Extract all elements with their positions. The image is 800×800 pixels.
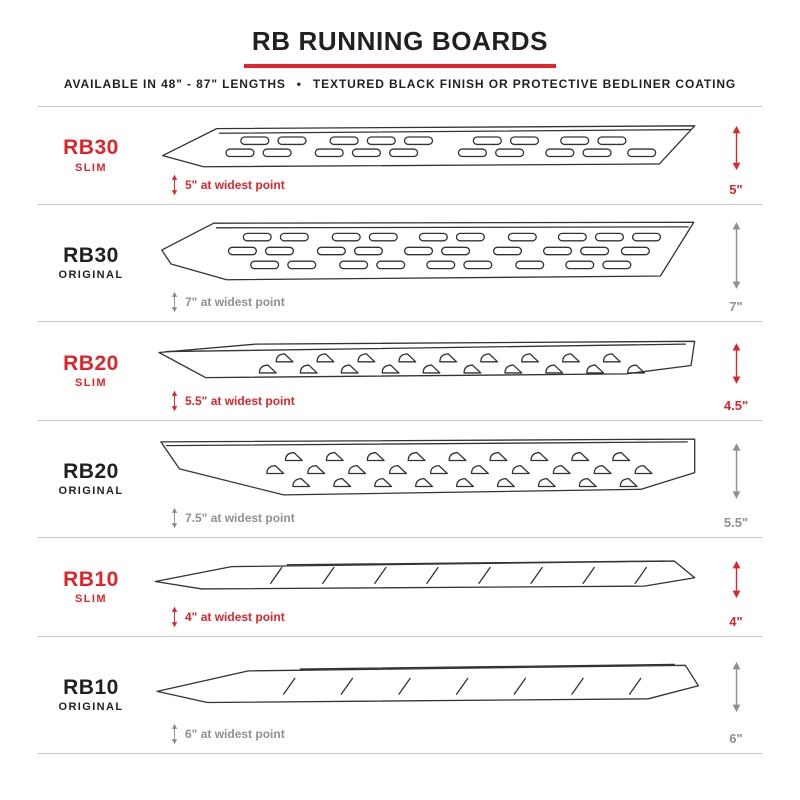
variant-name: SLIM bbox=[75, 377, 107, 390]
board-label: RB30 SLIM bbox=[38, 107, 144, 204]
height-measure: 5.5" bbox=[710, 421, 762, 537]
drawing-area: 5.5" at widest point bbox=[144, 322, 710, 420]
height-value: 4.5" bbox=[723, 398, 749, 413]
height-value: 5" bbox=[729, 182, 743, 197]
page-subtitle: AVAILABLE IN 48" - 87" LENGTHS • TEXTURED … bbox=[38, 77, 762, 91]
variant-name: SLIM bbox=[75, 593, 107, 606]
width-note: 6" at widest point bbox=[170, 723, 704, 745]
height-arrow-icon bbox=[732, 221, 740, 289]
board-row-rb20-slim: RB20 SLIM 5.5" at widest point 4.5" bbox=[38, 322, 762, 421]
width-arrow-icon bbox=[171, 174, 178, 196]
model-name: RB20 bbox=[63, 351, 119, 375]
height-measure: 4.5" bbox=[710, 322, 762, 420]
page-title: RB RUNNING BOARDS bbox=[243, 26, 557, 68]
board-row-rb10-slim: RB10 SLIM 4" at widest point 4" bbox=[38, 538, 762, 637]
board-row-rb10-original: RB10 ORIGINAL 6" at widest point 6" bbox=[38, 637, 762, 754]
drawing-area: 7.5" at widest point bbox=[144, 421, 710, 537]
board-drawing-rb30-original bbox=[161, 221, 695, 281]
width-note-text: 5" at widest point bbox=[185, 178, 285, 192]
width-arrow-icon bbox=[171, 507, 178, 529]
height-arrow-icon bbox=[732, 443, 740, 499]
variant-name: ORIGINAL bbox=[58, 269, 124, 282]
width-note: 7.5" at widest point bbox=[170, 507, 704, 529]
width-note-text: 5.5" at widest point bbox=[185, 394, 295, 408]
drawing-area: 6" at widest point bbox=[144, 637, 710, 753]
board-drawing-rb10-slim bbox=[154, 560, 696, 590]
height-value: 5.5" bbox=[723, 515, 749, 530]
width-note: 4" at widest point bbox=[170, 606, 704, 628]
board-drawing-rb20-original bbox=[160, 438, 696, 496]
model-name: RB10 bbox=[63, 567, 119, 591]
board-row-rb30-original: RB30 ORIGINAL 7" at widest point 7" bbox=[38, 205, 762, 322]
height-measure: 4" bbox=[710, 538, 762, 636]
drawing-area: 7" at widest point bbox=[144, 205, 710, 321]
width-arrow-icon bbox=[171, 291, 178, 313]
board-drawing-rb30-slim bbox=[162, 125, 696, 168]
variant-name: SLIM bbox=[75, 161, 107, 174]
width-note-text: 7.5" at widest point bbox=[185, 511, 295, 525]
width-note-text: 4" at widest point bbox=[185, 610, 285, 624]
height-arrow-icon bbox=[732, 342, 740, 384]
width-arrow-icon bbox=[171, 723, 178, 745]
board-label: RB10 SLIM bbox=[38, 538, 144, 636]
board-label: RB30 ORIGINAL bbox=[38, 205, 144, 321]
bullet-separator: • bbox=[296, 77, 302, 91]
variant-name: ORIGINAL bbox=[58, 485, 124, 498]
height-value: 4" bbox=[729, 614, 743, 629]
height-value: 7" bbox=[729, 299, 743, 314]
board-rows: RB30 SLIM 5" at widest point 5" RB30 ORI… bbox=[38, 106, 762, 754]
height-measure: 6" bbox=[710, 637, 762, 753]
subtitle-lengths: AVAILABLE IN 48" - 87" LENGTHS bbox=[63, 77, 286, 91]
width-note-text: 6" at widest point bbox=[185, 727, 285, 741]
subtitle-finish: TEXTURED BLACK FINISH OR PROTECTIVE BEDL… bbox=[312, 77, 737, 91]
model-name: RB30 bbox=[63, 136, 119, 160]
board-row-rb20-original: RB20 ORIGINAL 7.5" at widest point 5.5" bbox=[38, 421, 762, 538]
height-value: 6" bbox=[729, 731, 743, 746]
width-note-text: 7" at widest point bbox=[185, 295, 285, 309]
drawing-area: 5" at widest point bbox=[144, 107, 710, 204]
header: RB RUNNING BOARDS AVAILABLE IN 48" - 87"… bbox=[38, 26, 762, 91]
width-note: 5" at widest point bbox=[170, 174, 704, 196]
board-label: RB20 SLIM bbox=[38, 322, 144, 420]
model-name: RB20 bbox=[63, 459, 119, 483]
board-row-rb30-slim: RB30 SLIM 5" at widest point 5" bbox=[38, 106, 762, 205]
height-measure: 5" bbox=[710, 107, 762, 204]
board-label: RB10 ORIGINAL bbox=[38, 637, 144, 753]
board-label: RB20 ORIGINAL bbox=[38, 421, 144, 537]
width-arrow-icon bbox=[171, 606, 178, 628]
board-drawing-rb10-original bbox=[156, 663, 700, 704]
variant-name: ORIGINAL bbox=[58, 701, 124, 714]
model-name: RB10 bbox=[63, 675, 119, 699]
height-arrow-icon bbox=[732, 560, 740, 598]
width-arrow-icon bbox=[171, 390, 178, 412]
model-name: RB30 bbox=[63, 243, 119, 267]
width-note: 7" at widest point bbox=[170, 291, 704, 313]
drawing-area: 4" at widest point bbox=[144, 538, 710, 636]
board-drawing-rb20-slim bbox=[158, 340, 696, 379]
width-note: 5.5" at widest point bbox=[170, 390, 704, 412]
height-measure: 7" bbox=[710, 205, 762, 321]
height-arrow-icon bbox=[732, 661, 740, 713]
height-arrow-icon bbox=[732, 125, 740, 170]
page: RB RUNNING BOARDS AVAILABLE IN 48" - 87"… bbox=[38, 26, 762, 754]
